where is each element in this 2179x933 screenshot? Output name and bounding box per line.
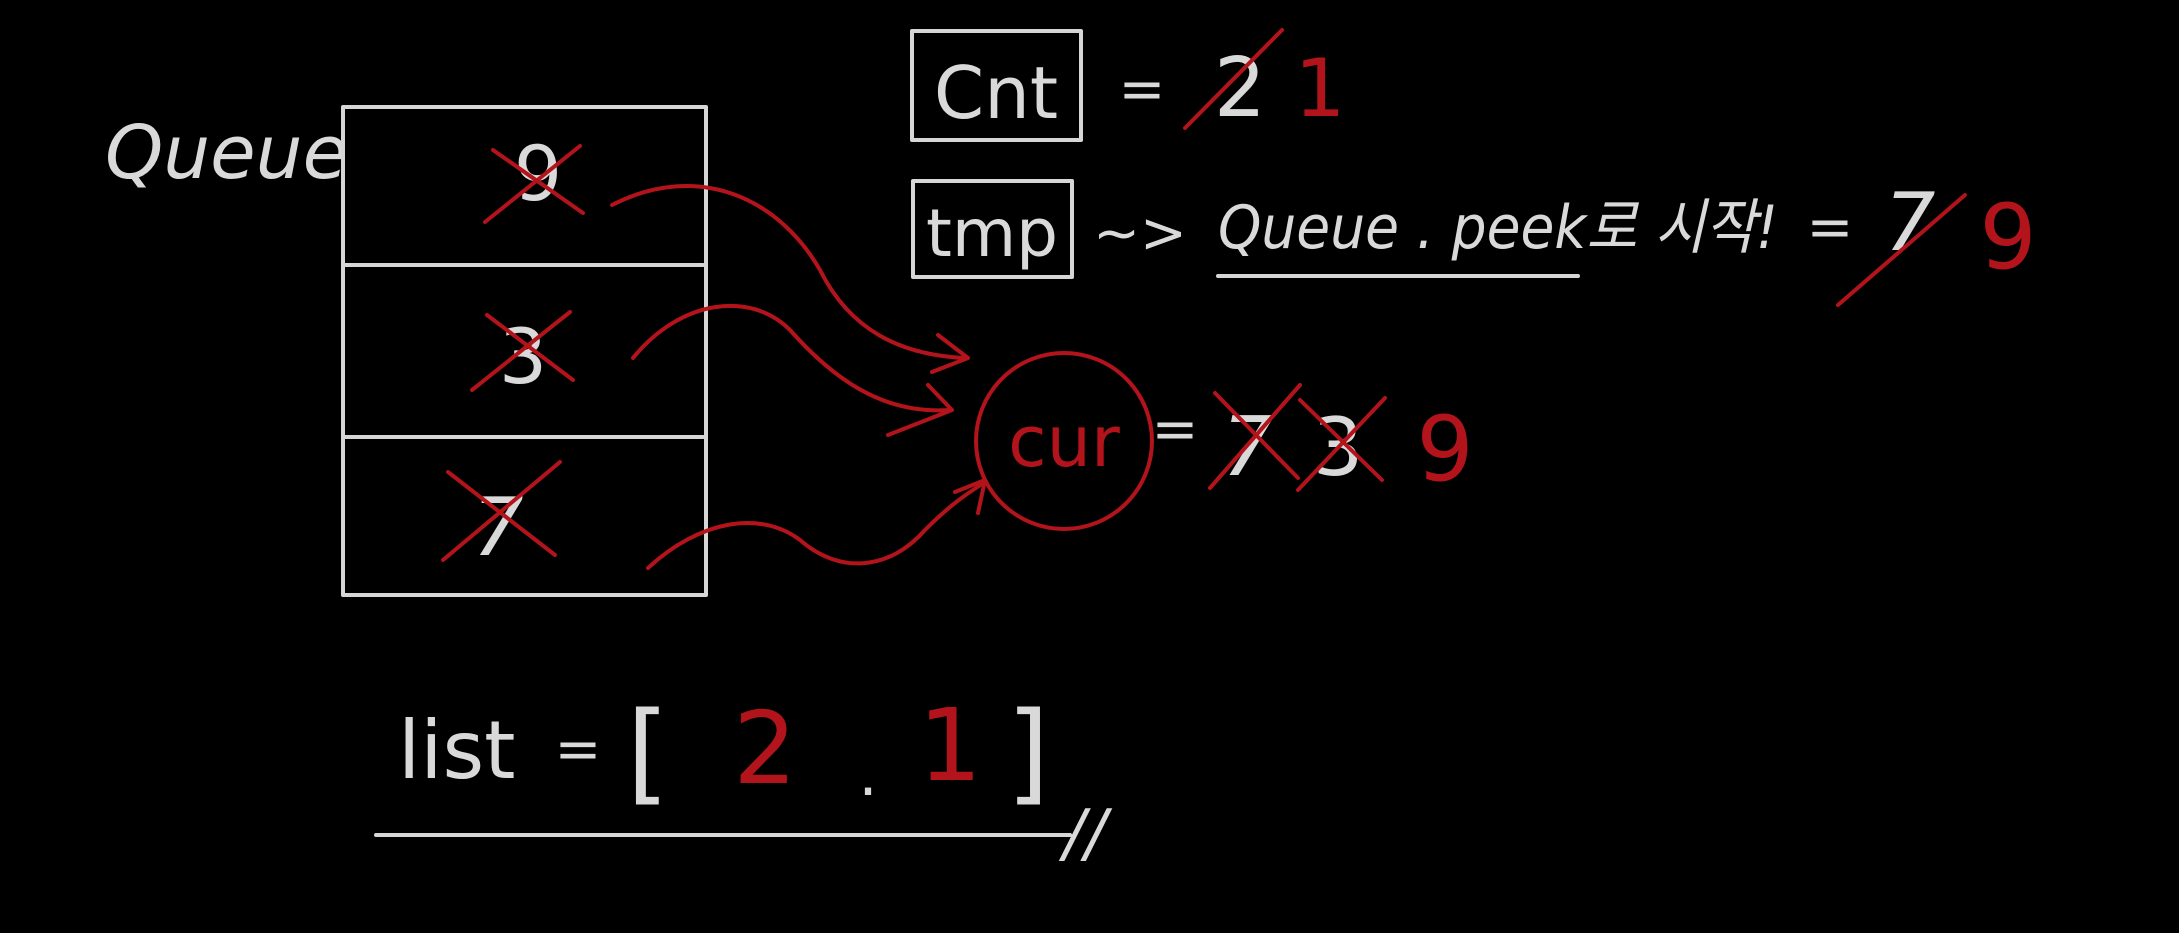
tmp-label: tmp [926, 195, 1058, 272]
arrow-cell-1-to-cur [610, 183, 970, 374]
tmp-old-value: 7 [1885, 176, 1936, 269]
tmp-old-value-strike [1836, 193, 1967, 307]
list-item-2: 1 [918, 687, 982, 804]
tmp-equals: = [1807, 195, 1854, 260]
list-item-1: 2 [733, 690, 797, 807]
list-label: list [398, 704, 516, 797]
queue-box [341, 105, 708, 597]
tmp-new-value: 9 [1979, 185, 2036, 290]
tmp-arrow: ~> [1093, 201, 1187, 266]
cur-equals: = [1152, 397, 1199, 462]
cnt-old-value-strike [1183, 28, 1284, 130]
cnt-box [910, 29, 1083, 142]
cur-old-value-2-crossout [1296, 396, 1387, 492]
queue-cell-1-crossout [483, 144, 585, 224]
queue-cell-2-crossout [470, 310, 575, 392]
cnt-new-value: 1 [1295, 42, 1346, 135]
tmp-note: Queue . peek로 시작! [1218, 193, 1778, 263]
cur-circle [974, 351, 1154, 531]
list-item-separator: . [858, 740, 877, 810]
list-close-bracket: ] [1007, 688, 1050, 816]
list-equals: = [555, 717, 602, 782]
cnt-label: Cnt [934, 51, 1058, 135]
queue-cell-3-crossout [441, 460, 562, 562]
cur-label: cur [1008, 401, 1120, 483]
arrow-cell-3-to-cur [646, 478, 987, 570]
cur-old-value-1-crossout [1208, 383, 1302, 490]
cur-new-value: 9 [1416, 397, 1473, 502]
cnt-equals: = [1119, 57, 1166, 122]
arrow-cell-2-to-cur [631, 303, 954, 437]
queue-label: Queue [105, 110, 348, 196]
list-end-mark: // [1058, 797, 1113, 871]
queue-cell-1-value: 9 [514, 129, 562, 218]
tmp-box [911, 179, 1074, 279]
list-open-bracket: [ [627, 688, 670, 816]
